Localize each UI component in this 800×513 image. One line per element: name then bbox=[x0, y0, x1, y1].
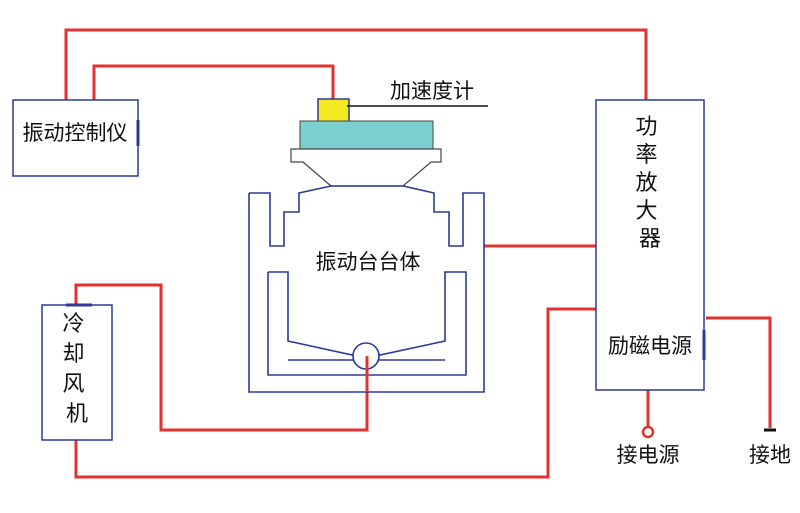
wire-shaker-to-fan bbox=[74, 283, 369, 432]
vibration-controller: 振动控制仪 bbox=[12, 99, 140, 177]
accelerometer-assembly: 加速度计 bbox=[290, 79, 488, 187]
wire-ground bbox=[706, 316, 772, 428]
cooling-fan: 冷 却 风 机 bbox=[41, 303, 113, 441]
accelerometer-label: 加速度计 bbox=[390, 79, 474, 103]
cooling-fan-label: 冷 却 风 机 bbox=[62, 312, 91, 427]
ground-terminal-group: 接地 bbox=[749, 443, 791, 467]
wire-controller-to-accelerometer bbox=[92, 64, 335, 100]
power-amplifier-box bbox=[595, 99, 705, 391]
accelerometer-sensor bbox=[317, 98, 350, 123]
power-input-label: 接电源 bbox=[617, 443, 680, 467]
armature-stem bbox=[290, 148, 442, 187]
shaker-outer-housing bbox=[248, 185, 485, 393]
excitation-supply-label: 励磁电源 bbox=[608, 334, 692, 358]
vibration-table-top bbox=[299, 120, 434, 150]
ground-label: 接地 bbox=[749, 443, 791, 467]
shaker-body: 振动台台体 bbox=[248, 185, 485, 393]
power-amplifier: 功 率 放 大 器 励磁电源 bbox=[595, 99, 706, 391]
power-amplifier-label: 功 率 放 大 器 bbox=[635, 115, 664, 252]
power-input-terminal: 接电源 bbox=[617, 425, 680, 467]
wire-excitation-to-fan bbox=[74, 307, 596, 479]
power-input-connector bbox=[641, 425, 655, 439]
vibration-controller-box bbox=[12, 99, 139, 177]
wire-controller-to-amplifier bbox=[64, 28, 648, 100]
wires bbox=[64, 28, 776, 479]
vibration-controller-label: 振动控制仪 bbox=[23, 121, 128, 145]
shaker-body-label: 振动台台体 bbox=[316, 250, 421, 274]
